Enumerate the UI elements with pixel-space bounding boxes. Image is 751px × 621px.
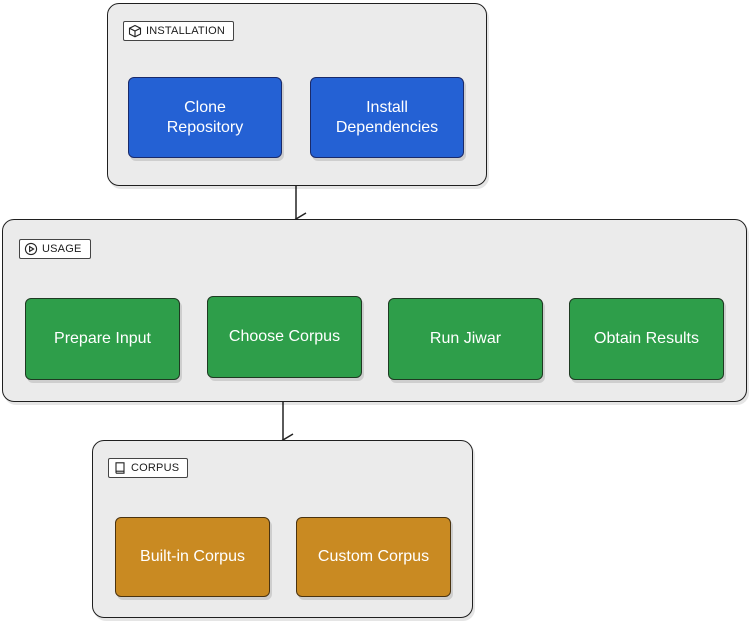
installation-label: INSTALLATION <box>146 25 226 37</box>
choose-corpus-node[interactable]: Choose Corpus <box>207 296 362 378</box>
custom-corpus-node[interactable]: Custom Corpus <box>296 517 451 597</box>
obtain-results-node[interactable]: Obtain Results <box>569 298 724 380</box>
clone-repository-node[interactable]: Clone Repository <box>128 77 282 158</box>
book-icon <box>113 461 127 475</box>
usage-label: USAGE <box>42 243 82 255</box>
installation-group: INSTALLATION Clone Repository Install De… <box>107 3 487 186</box>
install-dependencies-node[interactable]: Install Dependencies <box>310 77 464 158</box>
corpus-tag: CORPUS <box>108 458 189 478</box>
run-jiwar-node[interactable]: Run Jiwar <box>388 298 543 380</box>
built-in-corpus-node[interactable]: Built-in Corpus <box>115 517 270 597</box>
installation-tag: INSTALLATION <box>123 21 235 41</box>
package-icon <box>128 24 142 38</box>
corpus-label: CORPUS <box>131 462 180 474</box>
usage-tag: USAGE <box>19 239 91 259</box>
play-circle-icon <box>24 242 38 256</box>
corpus-group: CORPUS Built-in Corpus Custom Corpus <box>92 440 473 618</box>
prepare-input-node[interactable]: Prepare Input <box>25 298 180 380</box>
usage-group: USAGE Prepare Input Choose Corpus Run Ji… <box>2 219 747 402</box>
